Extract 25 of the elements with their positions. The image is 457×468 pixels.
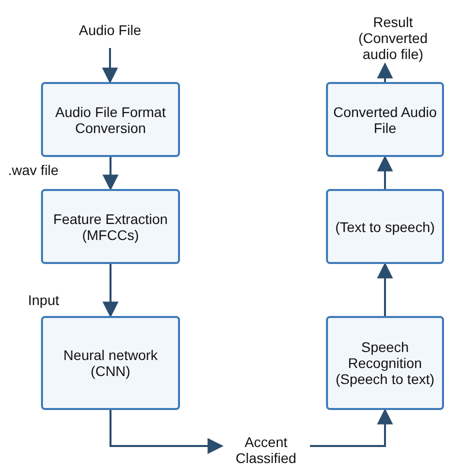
- box-label: (Text to speech): [335, 218, 435, 234]
- arrow: [102, 48, 118, 84]
- box-label: Feature Extraction (MFCCs): [52, 210, 169, 242]
- arrow: [110, 410, 224, 454]
- flow-text: Audio File: [78, 22, 142, 38]
- flow-note: .wav file: [8, 162, 59, 178]
- process-box: [326, 189, 444, 264]
- flow-text: Result (Converted audio file): [357, 14, 429, 62]
- box-label: Audio File Format Conversion: [54, 104, 167, 136]
- box-label: Neural network (CNN): [62, 347, 159, 379]
- arrow: [377, 262, 393, 316]
- arrow: [102, 157, 118, 191]
- arrow: [377, 155, 393, 189]
- arrow: [310, 408, 393, 447]
- process-box: [41, 189, 180, 264]
- arrow: [377, 62, 393, 82]
- box-label: Converted Audio File: [332, 104, 438, 136]
- flow-text: Accent Classified: [234, 434, 298, 466]
- arrow: [102, 264, 118, 318]
- process-box: [41, 82, 180, 157]
- flow-note: Input: [28, 292, 60, 308]
- process-box: [41, 316, 180, 410]
- box-label: Speech Recognition (Speech to text): [334, 339, 436, 387]
- process-box: [326, 316, 444, 410]
- process-box: [326, 82, 444, 157]
